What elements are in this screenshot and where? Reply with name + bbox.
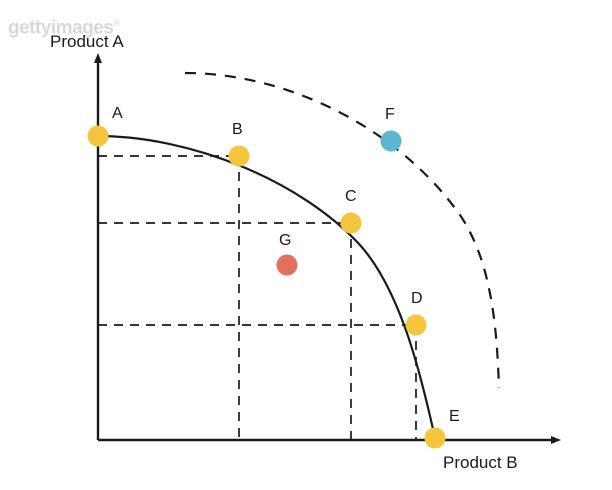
point-label-g: G (279, 232, 291, 249)
point-a[interactable] (87, 125, 109, 147)
point-g[interactable] (276, 254, 298, 276)
guide-lines (98, 155, 417, 440)
data-points (87, 125, 446, 449)
axes (94, 53, 561, 444)
y-axis-title: Product A (50, 32, 124, 51)
point-label-e: E (449, 408, 460, 425)
production-possibility-frontier-curve (97, 134, 437, 439)
point-label-a: A (112, 105, 123, 122)
point-e[interactable] (424, 427, 446, 449)
point-b[interactable] (228, 145, 250, 167)
point-label-c: C (345, 188, 357, 205)
point-label-d: D (411, 290, 423, 307)
point-label-f: F (385, 106, 395, 123)
point-label-b: B (232, 121, 243, 138)
point-d[interactable] (405, 314, 427, 336)
point-labels: A B C D E F G (112, 105, 460, 425)
outer-frontier-curve (184, 71, 501, 389)
point-f[interactable] (380, 130, 402, 152)
x-axis-title: Product B (443, 453, 518, 472)
point-c[interactable] (340, 212, 362, 234)
